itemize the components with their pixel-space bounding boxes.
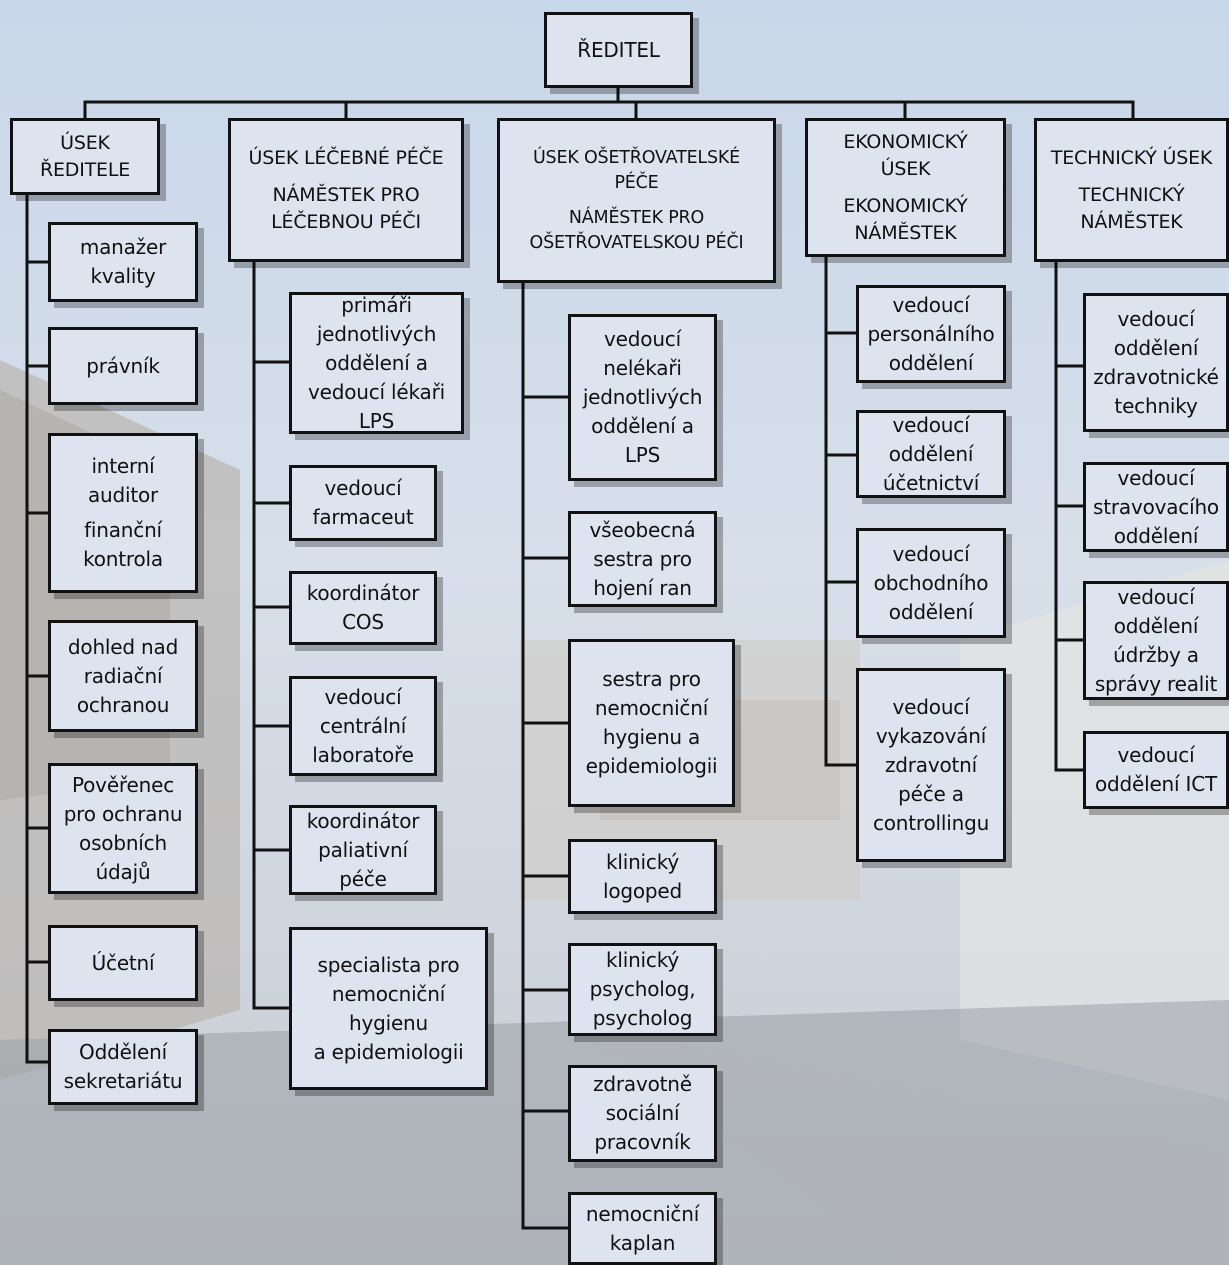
unit-radiation-protection: dohled nad radiační ochranou <box>48 620 198 732</box>
unit-label: vedoucí obchodního oddělení <box>873 541 989 624</box>
unit-label: koordinátor COS <box>306 581 420 634</box>
unit-label: vedoucí nelékaři jednotlivých oddělení a… <box>582 327 703 467</box>
unit-reporting-controlling-head: vedoucí vykazování zdravotní péče a cont… <box>856 668 1006 862</box>
column-1-header: ÚSEK ŘEDITELE <box>10 118 160 195</box>
unit-label: vedoucí personálního oddělení <box>867 292 995 375</box>
unit-internal-auditor: interní auditor finanční kontrola <box>48 433 198 593</box>
unit-ict-head: vedoucí oddělení ICT <box>1083 731 1229 809</box>
unit-catering-head: vedoucí stravovacího oddělení <box>1083 462 1229 552</box>
unit-label: Účetní <box>91 950 155 975</box>
unit-primary-physicians: primáři jednotlivých oddělení a vedoucí … <box>289 292 464 434</box>
unit-psychologist: klinický psycholog, psycholog <box>568 943 717 1036</box>
unit-label: Oddělení sekretariátu <box>63 1040 183 1093</box>
unit-cos-coordinator: koordinátor COS <box>289 571 437 645</box>
unit-label: klinický logoped <box>602 849 683 903</box>
unit-head-pharmacist: vedoucí farmaceut <box>289 465 437 541</box>
unit-wound-care-nurse: všeobecná sestra pro hojení ran <box>568 511 717 607</box>
column-3-title: ÚSEK OŠETŘOVATELSKÉ PÉČE <box>532 147 741 193</box>
unit-label: vedoucí oddělení zdravotnické techniky <box>1093 306 1219 418</box>
unit-lawyer: právník <box>48 327 198 405</box>
unit-label: všeobecná sestra pro hojení ran <box>589 517 696 600</box>
unit-medical-technology-head: vedoucí oddělení zdravotnické techniky <box>1083 293 1229 432</box>
column-3-deputy: NÁMĚSTEK PRO OŠETŘOVATELSKOU PÉČI <box>529 207 744 253</box>
unit-hospital-chaplain: nemocniční kaplan <box>568 1192 717 1265</box>
unit-maintenance-realty-head: vedoucí oddělení údržby a správy realit <box>1083 581 1229 700</box>
unit-hr-head: vedoucí personálního oddělení <box>856 285 1006 383</box>
unit-commercial-head: vedoucí obchodního oddělení <box>856 528 1006 638</box>
unit-data-protection-officer: Pověřenec pro ochranu osobních údajů <box>48 763 198 894</box>
unit-label: dohled nad radiační ochranou <box>67 634 179 717</box>
unit-label: vedoucí centrální laboratoře <box>312 684 414 767</box>
unit-label: právník <box>86 353 160 378</box>
unit-label: interní auditor <box>87 454 159 507</box>
unit-label: vedoucí stravovacího oddělení <box>1093 465 1219 548</box>
column-4-header: EKONOMICKÝ ÚSEK EKONOMICKÝ NÁMĚSTEK <box>805 118 1006 257</box>
column-2-header: ÚSEK LÉČEBNÉ PÉČE NÁMĚSTEK PRO LÉČEBNOU … <box>228 118 464 262</box>
column-2-title: ÚSEK LÉČEBNÉ PÉČE <box>248 146 444 169</box>
unit-label: vedoucí oddělení údržby a správy realit <box>1094 584 1218 696</box>
unit-label: vedoucí vykazování zdravotní péče a cont… <box>872 694 990 835</box>
unit-label: vedoucí farmaceut <box>312 476 414 529</box>
unit-label-2: finanční kontrola <box>83 518 163 571</box>
column-2-deputy: NÁMĚSTEK PRO LÉČEBNOU PÉČI <box>271 183 421 233</box>
unit-social-worker: zdravotně sociální pracovník <box>568 1065 717 1162</box>
unit-accounting-head: vedoucí oddělení účetnictví <box>856 410 1006 498</box>
unit-palliative-coordinator: koordinátor paliativní péče <box>289 805 437 895</box>
column-5-header: TECHNICKÝ ÚSEK TECHNICKÝ NÁMĚSTEK <box>1034 118 1229 262</box>
unit-hygiene-specialist: specialista pro nemocniční hygienu a epi… <box>289 927 488 1090</box>
unit-non-physician-heads: vedoucí nelékaři jednotlivých oddělení a… <box>568 314 717 481</box>
unit-label: specialista pro nemocniční hygienu a epi… <box>313 952 464 1064</box>
column-1-title: ÚSEK ŘEDITELE <box>39 131 131 181</box>
director-box: ŘEDITEL <box>544 12 693 88</box>
column-3-header: ÚSEK OŠETŘOVATELSKÉ PÉČE NÁMĚSTEK PRO OŠ… <box>497 118 776 283</box>
unit-secretariat: Oddělení sekretariátu <box>48 1029 198 1105</box>
unit-label: Pověřenec pro ochranu osobních údajů <box>63 772 183 884</box>
unit-label: vedoucí oddělení ICT <box>1094 743 1218 796</box>
unit-label: vedoucí oddělení účetnictví <box>882 412 980 495</box>
unit-label: sestra pro nemocniční hygienu a epidemio… <box>585 667 718 778</box>
unit-central-laboratory: vedoucí centrální laboratoře <box>289 676 437 776</box>
director-label: ŘEDITEL <box>577 37 660 62</box>
unit-hygiene-nurse: sestra pro nemocniční hygienu a epidemio… <box>568 639 735 807</box>
column-4-title: EKONOMICKÝ ÚSEK <box>843 130 968 180</box>
unit-accountant: Účetní <box>48 925 198 1001</box>
unit-label: zdravotně sociální pracovník <box>593 1072 692 1154</box>
column-5-title: TECHNICKÝ ÚSEK <box>1050 146 1213 169</box>
unit-quality-manager: manažer kvality <box>48 222 198 302</box>
unit-label: manažer kvality <box>79 235 167 288</box>
unit-label: koordinátor paliativní péče <box>306 808 420 891</box>
column-4-deputy: EKONOMICKÝ NÁMĚSTEK <box>843 194 968 244</box>
unit-label: klinický psycholog, psycholog <box>589 948 696 1030</box>
unit-speech-therapist: klinický logoped <box>568 839 717 914</box>
column-5-deputy: TECHNICKÝ NÁMĚSTEK <box>1078 183 1185 233</box>
unit-label: nemocniční kaplan <box>585 1201 700 1255</box>
unit-label: primáři jednotlivých oddělení a vedoucí … <box>308 292 445 433</box>
